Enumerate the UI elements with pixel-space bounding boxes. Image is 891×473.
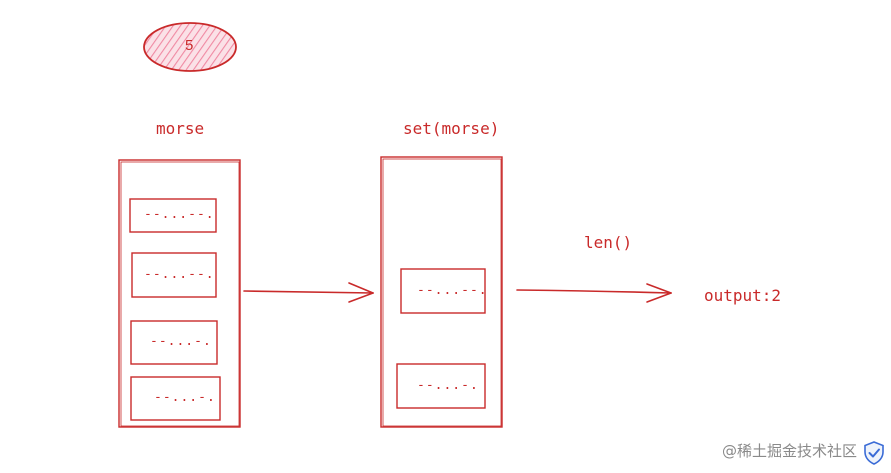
left-item-label: --...-. [154, 390, 216, 405]
left-item-label: --...--. [144, 207, 215, 222]
left-item-label: --...--. [144, 267, 215, 282]
right-item-label: --...-. [417, 378, 479, 393]
watermark-text: @稀土掘金技术社区 [721, 442, 857, 460]
right-container [380, 156, 503, 428]
left-item-label: --...-. [150, 334, 212, 349]
arrow-to-output [516, 283, 672, 303]
left-container [118, 159, 241, 428]
left-item-box [130, 376, 221, 421]
right-item-label: --...--. [417, 283, 488, 298]
output-label: output:2 [704, 286, 782, 305]
arrow-to-set [243, 282, 374, 303]
shield-check-icon [864, 441, 884, 465]
right-item-box [396, 363, 486, 409]
right-panel-title: set(morse) [403, 119, 500, 138]
right-item-box [400, 268, 486, 314]
left-panel-title: morse [156, 119, 205, 138]
value-badge-shape [143, 22, 237, 72]
left-item-box [131, 252, 217, 298]
left-item-boxes [129, 198, 221, 421]
operation-label: len() [584, 233, 633, 252]
left-item-box [129, 198, 217, 233]
right-item-boxes [396, 268, 486, 409]
left-item-box [130, 320, 218, 365]
value-badge: 5 [185, 37, 194, 54]
